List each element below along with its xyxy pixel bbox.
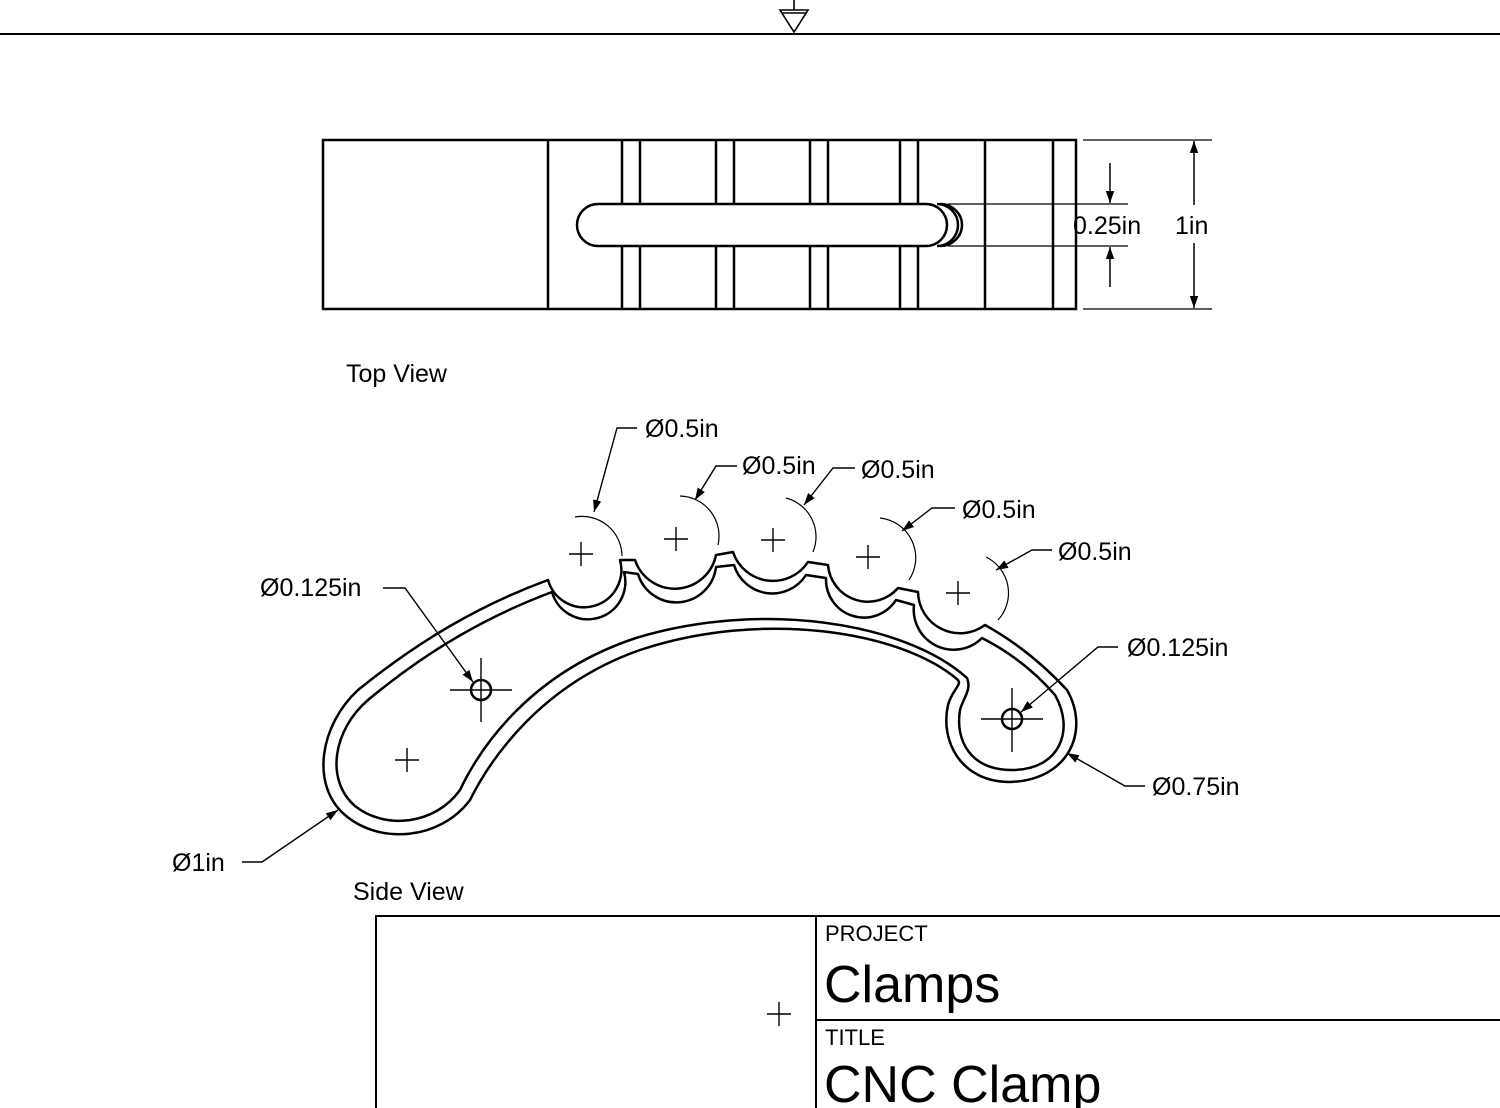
dim-scallop-4: Ø0.5in [962,496,1036,524]
title-block-center-mark [767,1002,791,1026]
slot-outline [575,202,949,248]
leader-end-right [1066,752,1145,787]
dim-small-hole-right: Ø0.125in [1127,634,1228,662]
dim-slot-width: 0.25in [948,163,1141,287]
center-marks [395,527,970,772]
side-view-label: Side View [353,878,465,906]
dim-scallop-5: Ø0.5in [1058,538,1132,566]
sheet-border-top [0,0,1500,35]
small-hole-right [981,688,1043,752]
leader-end-left [242,809,339,863]
project-label: PROJECT [825,921,928,946]
top-view: 0.25in 1in Top View [321,138,1212,388]
dim-slot-width-label: 0.25in [1073,212,1141,240]
dim-scallop-2: Ø0.5in [742,452,816,480]
title-value: CNC Clamp [824,1056,1101,1108]
dim-height: 1in [1083,139,1212,310]
dim-end-right: Ø0.75in [1152,773,1240,801]
dim-small-hole-left: Ø0.125in [260,574,361,602]
leader-small-hole-right [1020,646,1118,713]
dim-scallop-3: Ø0.5in [861,456,935,484]
scallop-arcs [574,495,1010,621]
view-direction-icon [778,9,810,34]
leader-small-hole-left [383,587,474,683]
dim-scallop-1: Ø0.5in [645,415,719,443]
clamp-outline-inner [335,563,1065,823]
small-hole-left [450,658,512,722]
title-block: PROJECT Clamps TITLE CNC Clamp [375,915,1500,1108]
clamp-outline [322,550,1078,836]
top-view-step-lines [546,140,1055,309]
project-value: Clamps [824,956,1000,1014]
side-view: Ø0.5in Ø0.5in Ø0.5in Ø0.5in Ø0.5in Ø0.12… [172,415,1240,906]
leaders-scallops [593,427,1052,571]
dim-end-left: Ø1in [172,849,225,877]
dim-height-label: 1in [1175,212,1208,240]
top-view-outline [321,138,1078,311]
title-label: TITLE [825,1025,885,1050]
top-view-label: Top View [346,360,448,388]
